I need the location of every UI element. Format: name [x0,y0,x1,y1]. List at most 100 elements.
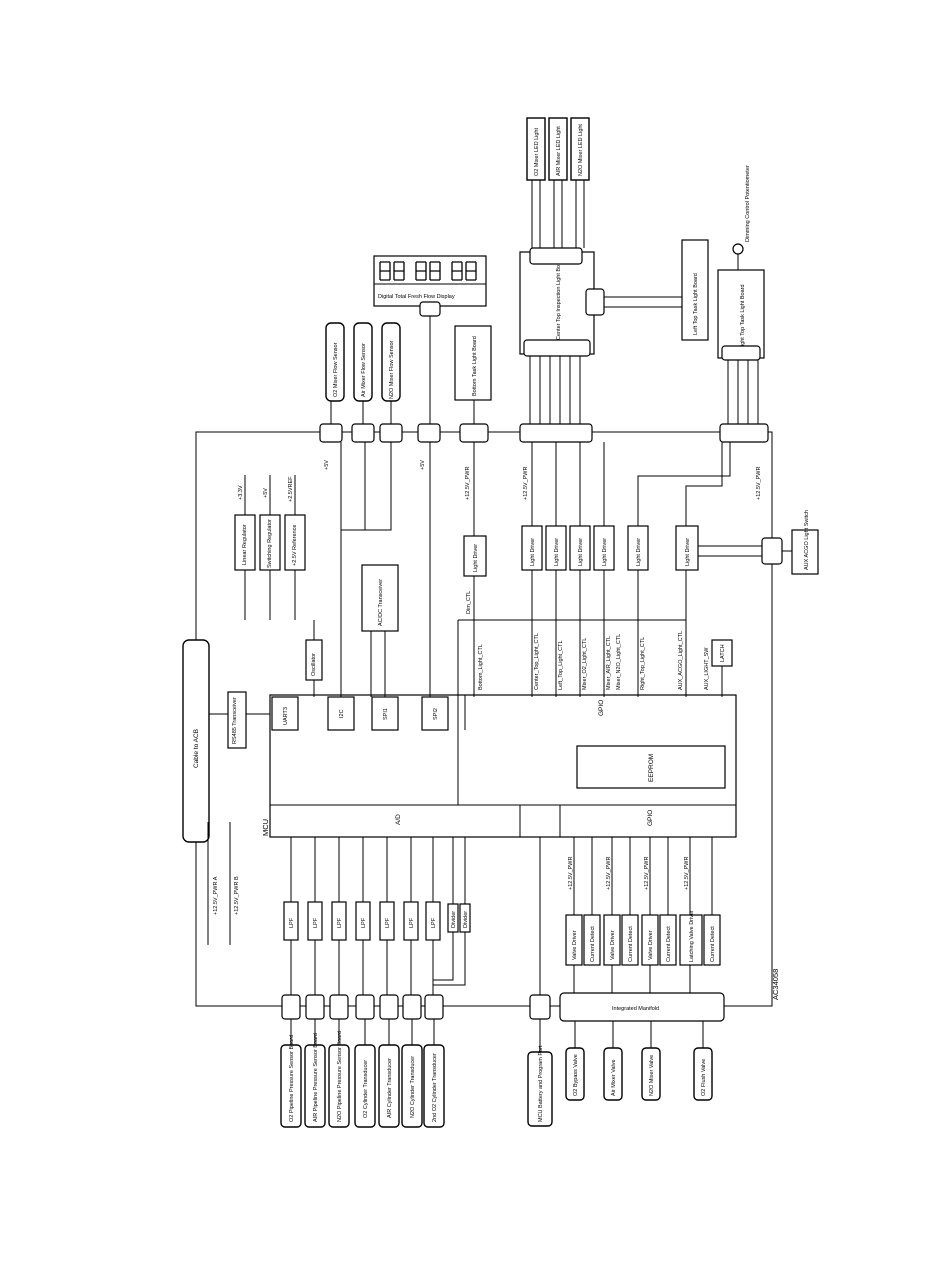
lpf-5-label: LPF [385,917,391,928]
ct-air-label: AIR Cylinder Transducer [387,1058,393,1118]
conn-display [417,423,441,443]
vd1-label: Valve Driver [572,930,578,960]
valve-n2o-mixer-label: N2O Mixer Valve [649,1055,655,1096]
rs485-label-1: RS485 Transceiver [232,697,238,744]
pressure-sensors: O2 Pipeline Pressure Sensor Board AIR Pi… [280,1019,445,1128]
aux-acgo-conn [761,537,783,565]
vsig-4: +12.5V_PWR [684,856,690,890]
ctl-label-0: Bottom_Light_CTL [478,644,484,690]
conn-center-top [519,423,593,443]
spi2-block [421,696,449,731]
bottom-task-light-label: Bottom Task Light Board [472,336,478,396]
aux-acgo-label: AUX ACGO Light Switch [804,510,810,570]
conn-flow-air [351,423,375,443]
eeprom-label: EEPROM [648,754,655,782]
conn-flow-o2 [319,423,343,443]
ld-aux-label: Light Driver [685,538,691,566]
mixer-led-o2 [526,117,546,181]
vd3-label: Valve Driver [648,930,654,960]
left-top-task-label: Left Top Task Light Board [693,273,699,335]
valve-o2-flush-label: O2 Flush Valve [701,1059,707,1096]
uart-label: UART3 [283,707,289,725]
i2c-label: I2C [339,709,345,718]
center-top-conn-side [585,288,605,316]
display-label-h: Digital Total Fresh Flow Display [378,294,455,300]
dimming-label: Dimming Control Potentiometer [745,165,751,242]
flow-sensor-air-label: Air Mixer Flow Sensor [361,343,367,397]
bconn-6 [402,994,422,1020]
valve-o2-bypass-label: O2 Bypass Valve [573,1054,579,1096]
div-o1 [433,932,454,981]
center-top-conn-bottom [523,339,591,357]
switching-regulator-label: Switching Regulator [267,519,273,568]
ctl-label-6: Right_Top_Light_CTL [640,637,646,690]
pwr-a-label: +12.5V_PWR A [213,876,219,915]
mcu-label: MCU [261,819,270,836]
divider-2-label: Divider [463,911,469,928]
oscillator-label: Oscillator [311,653,317,676]
spi1-label: SPI1 [383,708,389,720]
spi2-label: SPI2 [433,708,439,720]
ld-bottom-label: Light Driver [473,544,479,572]
conn-bottom-task [459,423,489,443]
vd2-label: Valve Driver [610,930,616,960]
ld-1-label: Light Driver [530,538,536,566]
figure-id: AC34058 [771,969,780,1000]
valve-air-mixer-label: Air Mixer Valve [611,1059,617,1096]
aux-acgo-switch [791,529,819,575]
cd1-label: Current Detect [590,926,596,962]
valve-wires: +12.5V_PWR +12.5V_PWR +12.5V_PWR +12.5V_… [539,837,713,995]
ctl-label-8: AUX_LIGHT_SW [704,647,710,690]
sig-p12v-3: +12.5V_PWR [756,466,762,500]
divider-1-label: Divider [451,911,457,928]
bconn-4 [355,994,375,1020]
vsig-1: +12.5V_PWR [568,856,574,890]
dimming-pot-icon [732,243,744,255]
lpf-6-label: LPF [409,917,415,928]
vsig-3: +12.5V_PWR [644,856,650,890]
mixer-led-n2o [570,117,590,181]
center-top-conn-top [529,247,583,265]
cable-to-acb-label: Cable to ACB [193,729,200,768]
valve-row: O2 Bypass Valve Air Mixer Valve N2O Mixe… [565,1021,713,1101]
i2c-n2o-bus [341,442,392,531]
integrated-manifold [559,992,725,1022]
ctl-label-2: Left_Top_Light_CTL [558,640,564,690]
flow-sensor-o2-label: O2 Mixer Flow Sensor [333,342,339,397]
light-driver-bottom [463,535,487,577]
ld-2-label: Light Driver [554,538,560,566]
ct-o2-label: O2 Cylinder Transducer [363,1060,369,1118]
flow-sensor-n2o-label: N2O Mixer Flow Sensor [389,340,395,399]
ld-aux-out [685,442,723,526]
right-top-task-label: Right Top Task Light Board [740,284,746,350]
manifold-label: Integrated Manifold [612,1006,659,1012]
mcu-battery-label: MCU Battery and Program Port [538,1045,544,1122]
bconn-2 [305,994,325,1020]
conn-flow-n2o [379,423,403,443]
mixer-led-n2o-label: N2O Mixer LED Light [578,124,584,176]
mixer-led-air-label: AIR Mixer LED Light [556,126,562,176]
display-conn [419,301,441,317]
sig-p12v-2: +12.5V_PWR [523,466,529,500]
bconn-3 [329,994,349,1020]
linear-regulator-label: Linear Regulator [242,524,248,565]
flow-sensor-o2 [325,322,345,402]
light-driver-aux [675,525,699,571]
pwr-b-label: +12.5V_PWR B [234,876,240,915]
lpf-7-label: LPF [431,917,437,928]
display-digits [379,261,477,281]
ld-5-label: Light Driver [636,538,642,566]
ctl-label-5: Mixer_N2O_Light_CTL [616,634,622,690]
ld-4-label: Light Driver [602,538,608,566]
bottom-task-light-board [454,325,492,401]
right-top-task-board [717,269,765,359]
center-top-inspection-board [519,251,595,355]
ps-n2o-label: N2O Pipeline Pressure Sensor Board [337,1031,343,1122]
ctl-label-7: AUX_ACGO_Light_CTL [678,631,684,690]
sig-p12v-1: +12.5V_PWR [465,466,471,500]
dim-ctl-label: Dim_CTL [466,591,472,614]
uart-block [271,696,299,731]
left-top-task-board [681,239,709,341]
lpf-4-label: LPF [361,917,367,928]
